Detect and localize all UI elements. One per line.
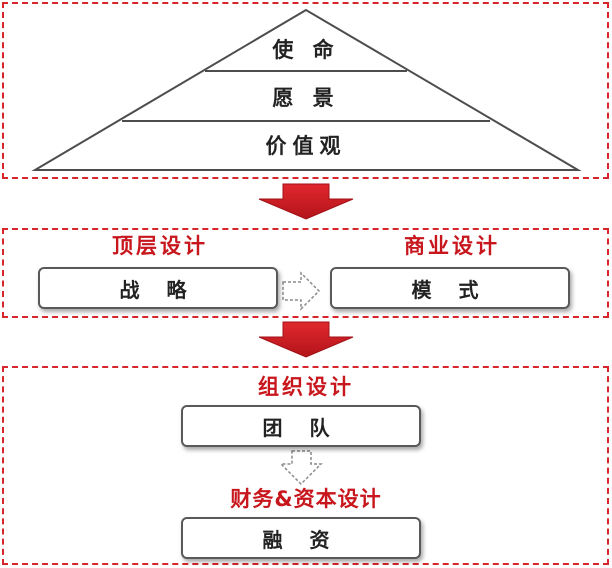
business-design-label: 商业设计 — [404, 234, 500, 258]
pyramid-triangle — [31, 8, 582, 171]
pyramid-layer-vision: 愿 景 — [272, 86, 340, 110]
team-box: 团 队 — [181, 405, 421, 447]
dashed-arrow-right — [282, 271, 321, 311]
dashed-arrow-down — [279, 450, 323, 486]
model-box: 模 式 — [330, 267, 570, 309]
finance-capital-design-label: 财务&资本设计 — [230, 487, 382, 511]
pyramid-layer-mission: 使 命 — [272, 38, 340, 62]
financing-box: 融 资 — [181, 517, 421, 559]
pyramid-section — [2, 2, 609, 179]
top-level-design-label: 顶层设计 — [112, 234, 208, 258]
flow-arrow-down-1 — [258, 183, 354, 220]
organization-design-label: 组织设计 — [258, 375, 354, 399]
flow-arrow-down-2 — [258, 321, 354, 358]
strategy-box: 战 略 — [38, 267, 278, 309]
design-section — [2, 228, 609, 318]
pyramid-layer-values: 价值观 — [265, 134, 347, 158]
organization-section — [2, 366, 609, 565]
